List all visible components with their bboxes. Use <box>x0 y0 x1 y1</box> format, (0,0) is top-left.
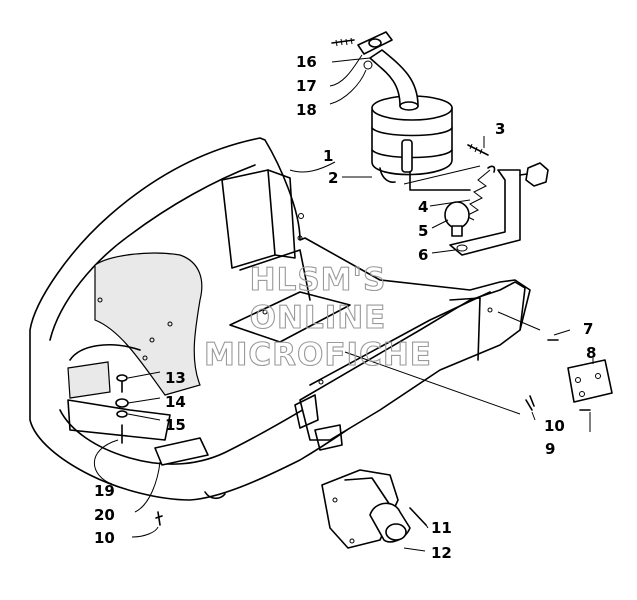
callout-3: 3 <box>495 120 505 138</box>
belly-pan <box>29 137 531 501</box>
callout-2: 2 <box>328 169 338 187</box>
exhaust-pipe <box>331 31 419 111</box>
callout-11: 11 <box>431 519 452 537</box>
callout-8: 8 <box>586 344 596 362</box>
watermark: HLSM'S ONLINE MICROFICHE <box>203 261 432 373</box>
callout-14: 14 <box>165 393 186 411</box>
spring <box>409 165 496 221</box>
callout-16: 16 <box>296 53 317 71</box>
muffler <box>371 95 453 183</box>
callout-17: 17 <box>296 77 317 95</box>
callout-7: 7 <box>583 320 593 338</box>
watermark-line-2: ONLINE <box>250 300 387 336</box>
callout-12: 12 <box>431 544 452 562</box>
rubber-mount <box>444 201 470 237</box>
callout-5: 5 <box>418 222 428 240</box>
callout-4: 4 <box>418 198 428 216</box>
callout-10-left: 10 <box>94 529 115 547</box>
callout-18: 18 <box>296 101 317 119</box>
callouts: 1 2 3 4 5 6 7 8 9 10 10 11 12 13 14 15 1… <box>94 53 596 562</box>
callout-15: 15 <box>165 416 186 434</box>
watermark-line-3: MICROFICHE <box>204 337 432 373</box>
callout-1: 1 <box>323 147 333 165</box>
callout-6: 6 <box>418 246 428 264</box>
callout-9: 9 <box>545 440 555 458</box>
callout-13: 13 <box>165 369 186 387</box>
plate <box>525 339 613 411</box>
leader-lines <box>93 54 594 552</box>
callout-10-right: 10 <box>544 417 565 435</box>
exhaust-outlet <box>115 374 427 549</box>
callout-19: 19 <box>94 482 115 500</box>
callout-20: 20 <box>94 506 115 524</box>
bracket <box>449 143 549 256</box>
watermark-line-1: HLSM'S <box>250 262 387 298</box>
